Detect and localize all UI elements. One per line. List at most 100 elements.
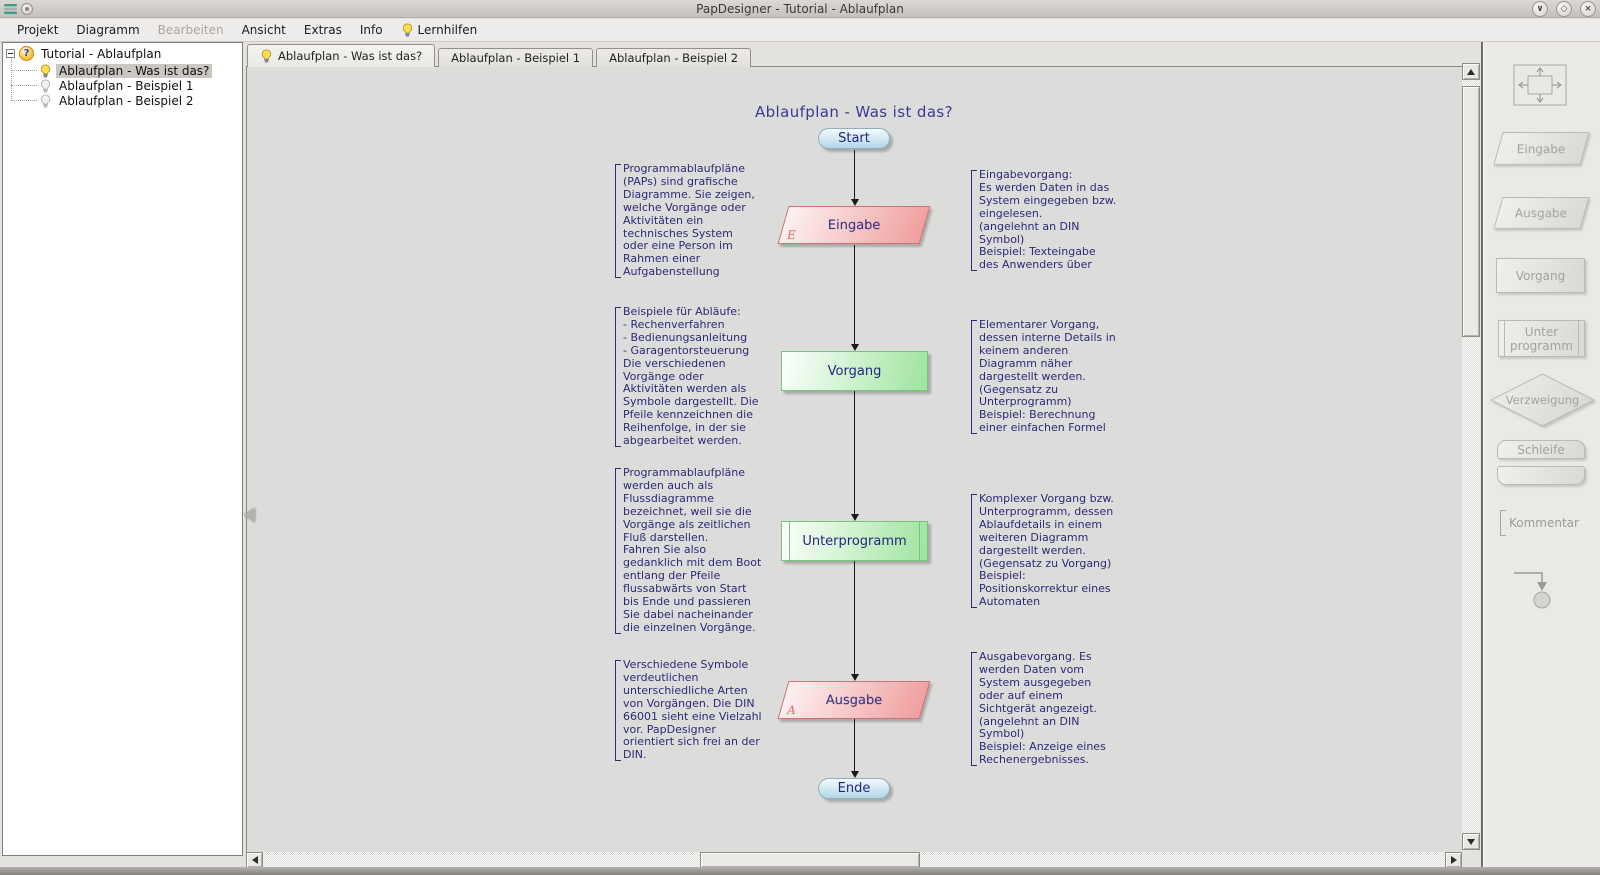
tree-item-label[interactable]: Ablaufplan - Was ist das? bbox=[56, 63, 213, 78]
toolbox-eingabe-label: Eingabe bbox=[1517, 141, 1566, 156]
tree-item-label[interactable]: Ablaufplan - Beispiel 2 bbox=[59, 93, 194, 108]
tab-bar: Ablaufplan - Was ist das? Ablaufplan - B… bbox=[247, 44, 752, 67]
subprocess-side-line bbox=[789, 522, 790, 560]
subprocess-side-line bbox=[1504, 321, 1505, 356]
lightbulb-icon bbox=[261, 49, 272, 63]
toolbox-ausgabe-label: Ausgabe bbox=[1515, 206, 1568, 220]
horizontal-scrollbar bbox=[246, 852, 1462, 868]
tree-root[interactable]: ? Tutorial - Ablaufplan bbox=[6, 46, 164, 61]
tree-connector-line bbox=[11, 85, 37, 86]
toolbox-vorgang-button[interactable]: Vorgang bbox=[1496, 258, 1585, 293]
scroll-right-button[interactable] bbox=[1445, 852, 1462, 868]
toolbox-kommentar-label: Kommentar bbox=[1509, 516, 1579, 530]
toolbox-unterprogramm-button[interactable]: Unter programm bbox=[1498, 320, 1585, 357]
splitter-handle[interactable] bbox=[244, 508, 255, 522]
menu-info[interactable]: Info bbox=[359, 23, 383, 37]
node-eingabe-corner-letter: E bbox=[787, 228, 796, 242]
toolbox-schleife-label: Schleife bbox=[1517, 442, 1565, 457]
comment-right-4[interactable]: Ausgabevorgang. Es werden Daten vom Syst… bbox=[971, 650, 1106, 767]
tree-root-label[interactable]: Tutorial - Ablaufplan bbox=[41, 46, 162, 61]
project-tree: ? Tutorial - Ablaufplan Ablaufplan - Was… bbox=[2, 42, 243, 856]
comment-right-3[interactable]: Komplexer Vorgang bzw. Unterprogramm, de… bbox=[971, 492, 1114, 609]
window-bottom-edge bbox=[0, 867, 1600, 875]
titlebar: PapDesigner - Tutorial - Ablaufplan ∨ ◇ … bbox=[0, 0, 1600, 18]
toolbox-schleife-end-button[interactable] bbox=[1497, 466, 1585, 485]
tree-collapse-expander[interactable] bbox=[6, 49, 15, 58]
toolbox-unterprogramm-label: Unter programm bbox=[1510, 324, 1573, 353]
flow-arrowhead bbox=[850, 514, 859, 521]
tab-label: Ablaufplan - Was ist das? bbox=[278, 49, 423, 63]
flow-arrow-line bbox=[854, 150, 855, 199]
close-button[interactable]: × bbox=[1580, 1, 1596, 17]
menubar: Projekt Diagramm Bearbeiten Ansicht Extr… bbox=[0, 19, 1600, 42]
vertical-scrollbar-thumb[interactable] bbox=[1462, 86, 1480, 337]
subprocess-side-line bbox=[1578, 321, 1579, 356]
menu-diagramm[interactable]: Diagramm bbox=[76, 23, 140, 37]
toolbox-vorgang-label: Vorgang bbox=[1515, 268, 1566, 283]
comment-right-1[interactable]: Eingabevorgang: Es werden Daten in das S… bbox=[971, 168, 1116, 272]
toolbox-kommentar-button[interactable]: Kommentar bbox=[1500, 510, 1579, 536]
menu-projekt[interactable]: Projekt bbox=[17, 23, 59, 37]
scroll-up-button[interactable] bbox=[1462, 63, 1480, 80]
scroll-down-button[interactable] bbox=[1462, 833, 1480, 850]
tab-label: Ablaufplan - Beispiel 2 bbox=[609, 51, 739, 65]
node-unterprogramm-label: Unterprogramm bbox=[802, 533, 907, 549]
diagram-canvas[interactable]: Ablaufplan - Was ist das? Start Eingabe … bbox=[246, 66, 1462, 852]
tree-connector-line bbox=[11, 58, 12, 101]
tree-connector-line bbox=[11, 100, 37, 101]
tab-beispiel-1[interactable]: Ablaufplan - Beispiel 1 bbox=[438, 48, 594, 67]
minimize-button[interactable]: ∨ bbox=[1532, 1, 1548, 17]
fit-diagram-icon[interactable] bbox=[1513, 64, 1567, 106]
node-start[interactable]: Start bbox=[818, 128, 890, 149]
node-unterprogramm[interactable]: Unterprogramm bbox=[781, 521, 928, 561]
node-ende-label: Ende bbox=[837, 781, 871, 796]
tab-was-ist-das[interactable]: Ablaufplan - Was ist das? bbox=[247, 44, 436, 67]
flow-arrow-line bbox=[854, 719, 855, 771]
diagram-title: Ablaufplan - Was ist das? bbox=[754, 103, 954, 121]
tree-item-label[interactable]: Ablaufplan - Beispiel 1 bbox=[59, 78, 194, 93]
comment-left-2[interactable]: Beispiele für Abläufe: - Rechenverfahren… bbox=[615, 305, 759, 448]
toolbox-connector-icon[interactable] bbox=[1509, 567, 1559, 613]
comment-left-4[interactable]: Verschiedene Symbole verdeutlichen unter… bbox=[615, 658, 762, 762]
toolbox-schleife-start-button[interactable]: Schleife bbox=[1497, 440, 1585, 459]
flow-arrow-line bbox=[854, 391, 855, 514]
node-eingabe-label: Eingabe bbox=[827, 217, 881, 233]
menu-bearbeiten: Bearbeiten bbox=[157, 23, 224, 37]
comment-right-2[interactable]: Elementarer Vorgang, dessen interne Deta… bbox=[971, 318, 1116, 435]
diamond-shape bbox=[1489, 373, 1596, 427]
tree-item-beispiel-1[interactable]: Ablaufplan - Beispiel 1 bbox=[39, 78, 197, 93]
node-ausgabe[interactable]: Ausgabe A bbox=[777, 681, 931, 719]
lightbulb-icon bbox=[402, 23, 412, 37]
tab-beispiel-2[interactable]: Ablaufplan - Beispiel 2 bbox=[596, 48, 752, 67]
tree-item-beispiel-2[interactable]: Ablaufplan - Beispiel 2 bbox=[39, 93, 197, 108]
flow-arrowhead bbox=[850, 344, 859, 351]
tree-item-was-ist-das[interactable]: Ablaufplan - Was ist das? bbox=[39, 63, 213, 78]
menu-extras[interactable]: Extras bbox=[303, 23, 342, 37]
node-ende[interactable]: Ende bbox=[818, 778, 890, 799]
lightbulb-lit-icon bbox=[40, 64, 51, 78]
pin-button[interactable] bbox=[21, 3, 33, 15]
vertical-scrollbar bbox=[1462, 63, 1480, 850]
flow-arrow-line bbox=[854, 245, 855, 344]
shape-toolbox: Eingabe Ausgabe Vorgang Unter programm V… bbox=[1484, 42, 1600, 867]
subprocess-side-line bbox=[919, 522, 920, 560]
menu-ansicht[interactable]: Ansicht bbox=[241, 23, 286, 37]
horizontal-scrollbar-thumb[interactable] bbox=[700, 852, 920, 868]
toolbox-eingabe-button[interactable]: Eingabe bbox=[1493, 132, 1590, 165]
toolbox-ausgabe-button[interactable]: Ausgabe bbox=[1493, 197, 1590, 229]
flow-arrowhead bbox=[850, 199, 859, 206]
node-eingabe[interactable]: Eingabe E bbox=[777, 206, 931, 244]
tree-connector-line bbox=[11, 70, 37, 71]
flow-arrowhead bbox=[850, 771, 859, 778]
comment-left-3[interactable]: Programmablaufpläne werden auch als Flus… bbox=[615, 466, 761, 635]
menu-lernhilfen[interactable]: Lernhilfen bbox=[392, 20, 487, 40]
node-vorgang[interactable]: Vorgang bbox=[781, 351, 928, 391]
tab-label: Ablaufplan - Beispiel 1 bbox=[451, 51, 581, 65]
scroll-left-button[interactable] bbox=[246, 852, 263, 868]
app-icon bbox=[4, 4, 17, 14]
toolbox-verzweigung-button[interactable]: Verzweigung bbox=[1489, 373, 1596, 427]
comment-left-1[interactable]: Programmablaufpläne (PAPs) sind grafisch… bbox=[615, 162, 755, 279]
maximize-button[interactable]: ◇ bbox=[1556, 1, 1572, 17]
lightbulb-dim-icon bbox=[40, 94, 51, 108]
node-start-label: Start bbox=[838, 131, 870, 146]
